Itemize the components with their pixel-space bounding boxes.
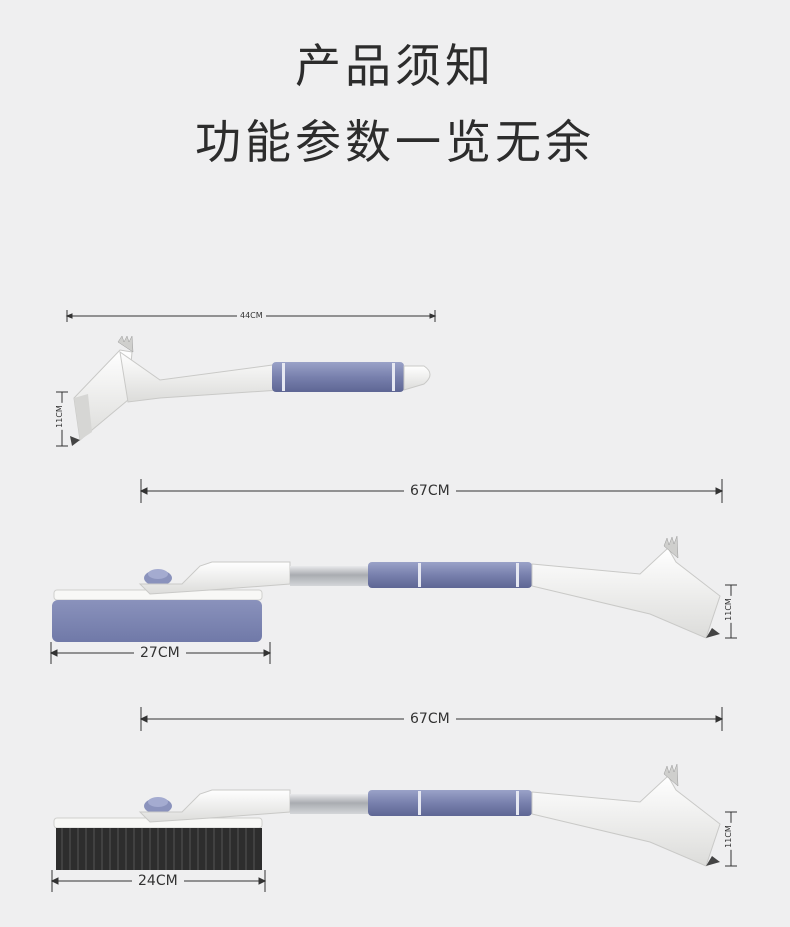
scraper-head-width-label: 11CM [54,403,64,430]
brush-scraper-width-label: 11CM [723,823,733,850]
ice-scraper-short [70,335,431,446]
page-title: 产品须知 [295,39,495,93]
mop-scraper-combo [52,535,721,642]
page-subtitle: 功能参数一览无余 [195,115,595,169]
scraper-length-label: 44CM [237,311,266,320]
mop-total-length-label: 67CM [404,483,456,499]
brush-total-length-label: 67CM [404,711,456,727]
brush-scraper-combo [53,763,721,870]
mop-scraper-width-label: 11CM [723,596,733,623]
mop-head-width-label: 27CM [134,645,186,661]
brush-head-width-label: 24CM [132,873,184,889]
